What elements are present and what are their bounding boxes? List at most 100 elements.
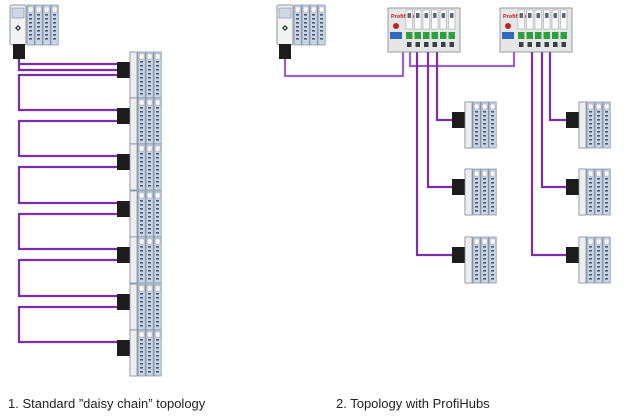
channel-port [422,9,430,30]
io-module [26,4,35,46]
spur-cable [548,52,569,122]
slave-device [117,190,162,238]
spur-cable [435,52,455,122]
connector-plug [566,112,580,128]
slave-device [117,51,162,99]
io-module [488,168,497,216]
slave-device [117,283,162,331]
terminal-block [535,32,542,39]
profibus-cable [17,305,120,344]
head-station [464,101,473,149]
head-station [578,236,587,284]
connector-plug [117,154,131,170]
connector-plug [566,247,580,263]
channel-port [448,9,456,30]
head-station [129,143,138,191]
head-station [578,168,587,216]
channel-port [405,9,413,30]
io-module [50,4,59,46]
io-module [488,236,497,284]
master-controller [9,4,59,59]
profihub: ProfiHub [499,7,573,53]
terminal-block [423,32,430,39]
connector-plug [117,340,131,356]
io-module-stack [26,4,59,46]
device-layer [117,51,611,377]
io-module [137,329,146,377]
profibus-cable [17,73,120,112]
head-station [129,97,138,145]
connector-plug [117,247,131,263]
hub-layer: ProfiHub ProfiHub [387,7,573,53]
terminal-block [543,32,550,39]
io-module [594,236,603,284]
io-module [317,4,326,46]
head-station [129,283,138,331]
profihub-caption: 2. Topology with ProfiHubs [336,396,490,411]
slave-device [452,168,497,216]
channel-port [551,9,559,30]
io-module [602,236,611,284]
terminal-block [390,32,402,39]
terminal-block [431,32,438,39]
io-module [472,236,481,284]
io-module [145,329,154,377]
io-module [309,4,318,46]
io-module [594,101,603,149]
head-station [129,190,138,238]
profibus-cable [17,258,120,298]
channel-port [543,9,551,30]
terminal-block [502,32,514,39]
hub-brand-label: ProfiHub [503,14,527,20]
io-module [602,168,611,216]
io-module [301,4,310,46]
channel-port [439,9,447,30]
slave-device [117,143,162,191]
io-module [594,168,603,216]
io-module [472,168,481,216]
trunk-cable [283,52,405,78]
slave-device [566,101,611,149]
connector-plug [452,112,466,128]
io-module [586,236,595,284]
io-module [480,101,489,149]
head-station [129,236,138,284]
io-module [153,143,162,191]
connector-plug [452,179,466,195]
profihub: ProfiHub [387,7,461,53]
head-station [464,236,473,284]
spur-cable [530,52,569,257]
connector-plug [117,62,131,78]
io-module [480,168,489,216]
io-module [153,329,162,377]
channel-port [517,9,525,30]
profibus-cable [17,58,120,72]
daisy-chain-caption: 1. Standard ”daisy chain” topology [8,396,206,411]
connector-plug [566,179,580,195]
io-module [602,101,611,149]
spur-cable [415,52,455,257]
terminal-block [526,32,533,39]
connector-plug [13,44,25,59]
channel-port [431,9,439,30]
io-module [293,4,302,46]
io-module [586,168,595,216]
hub-brand-label: ProfiHub [391,14,415,20]
io-module [137,236,146,284]
channel-port [526,9,534,30]
io-module [34,4,43,46]
profibus-cable [17,119,120,158]
slave-device [117,97,162,145]
io-module [137,143,146,191]
io-module [586,101,595,149]
io-module [488,101,497,149]
terminal-block [414,32,421,39]
head-station [129,51,138,99]
slave-device [452,101,497,149]
connector-plug [117,294,131,310]
io-module-stack [293,4,326,46]
io-module [472,101,481,149]
terminal-block [552,32,559,39]
master-controller [276,4,326,59]
